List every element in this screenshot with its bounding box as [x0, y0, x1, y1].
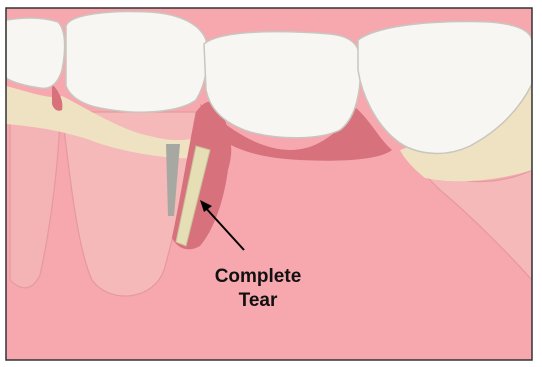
callout-label-line2: Tear: [239, 290, 278, 311]
left-tooth-crown: [6, 18, 65, 88]
center-tooth-crown: [66, 12, 208, 113]
middle-tooth-crown: [204, 32, 360, 138]
callout-label-line1: Complete: [215, 266, 302, 287]
